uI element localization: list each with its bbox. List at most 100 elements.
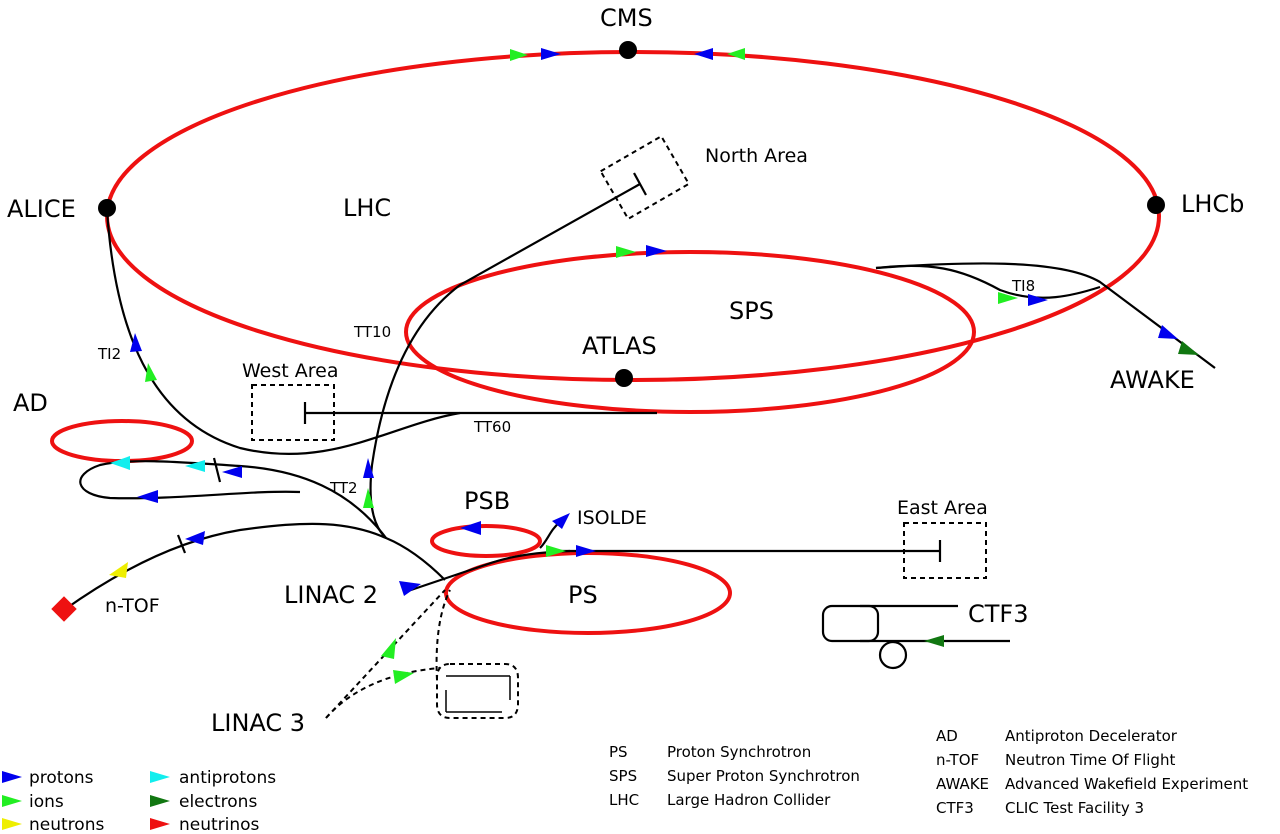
lhcb-dot [1147,196,1165,214]
antiproton-arrow [185,460,205,472]
acronym-full: Advanced Wakefield Experiment [1005,775,1248,793]
cms-dot [619,41,637,59]
proton-arrow [541,48,561,60]
antiproton-arrow [110,456,130,470]
linac2-label: LINAC 2 [284,581,378,609]
linac3-line-b [325,667,441,719]
ctf3-circle [878,640,908,670]
acronym-full: CLIC Test Facility 3 [1005,799,1144,817]
alice-label: ALICE [7,195,76,223]
ad-loop-line [79,460,387,539]
proton-arrow [399,581,421,596]
ntof-line [63,522,446,611]
psb-ring [430,524,542,558]
acronym-full: Super Proton Synchrotron [667,767,860,785]
tt60-label: TT60 [473,418,511,436]
ion-arrow [510,49,528,61]
leir-to-ps [435,589,451,681]
ntof-label: n-TOF [105,595,160,617]
acronym-abbr: n-TOF [936,751,979,769]
awake-label: AWAKE [1110,366,1195,394]
electron-arrow [924,635,944,647]
proton-arrow [130,333,142,352]
electron-arrow [1178,341,1199,355]
ad-label: AD [13,389,48,417]
north-area-label: North Area [705,145,808,167]
ps-label: PS [568,581,598,609]
legend-neutrinos-swatch [150,818,170,830]
legend-neutrons-label: neutrons [29,815,104,834]
legend-electrons-label: electrons [179,792,257,812]
acronym-full: Proton Synchrotron [667,743,811,761]
proton-arrow [222,466,242,478]
isolde-line [539,521,561,549]
lhc-label: LHC [343,194,391,222]
proton-arrow [646,245,667,257]
sps-label: SPS [729,297,774,325]
legend-protons-swatch [2,771,22,783]
acronym-abbr: PS [609,743,628,761]
acronym-abbr: LHC [609,791,639,809]
awake-line [875,262,1216,369]
proton-arrow [460,521,481,535]
ad-mark-1 [212,457,222,483]
acronym-full: Antiproton Decelerator [1005,727,1178,745]
legend-ions-label: ions [29,792,64,812]
proton-arrow [694,48,713,60]
psb-label: PSB [464,487,510,515]
legend-neutrons-swatch [2,818,22,830]
ion-arrow [393,670,414,684]
acronym-full: Neutron Time Of Flight [1005,751,1175,769]
west-area-label: West Area [242,360,338,382]
north-area-box [599,134,691,221]
legend-electrons-swatch [150,795,170,807]
east-area-label: East Area [897,497,988,519]
acronym-abbr: SPS [609,767,637,785]
tt2-label: TT2 [329,479,358,497]
proton-arrow [363,458,374,478]
alice-dot [98,199,116,217]
acronym-abbr: AD [936,727,958,745]
tt10-label: TT10 [353,323,391,341]
acronym-legend-left: PS Proton Synchrotron SPS Super Proton S… [609,743,860,809]
ion-arrow [145,363,157,382]
acronym-abbr: AWAKE [936,775,989,793]
acronym-full: Large Hadron Collider [667,791,831,809]
acronym-abbr: CTF3 [936,799,974,817]
lhcb-label: LHCb [1181,190,1244,218]
sps-ring [404,250,976,414]
proton-arrow [1158,325,1178,339]
ion-arrow [727,48,745,60]
proton-arrow [185,531,205,545]
legend-antiprotons-swatch [150,771,170,783]
cms-label: CMS [600,4,653,32]
east-area-box [903,522,987,579]
atlas-label: ATLAS [582,332,657,360]
neutron-arrow [109,562,128,578]
ti2-label: TI2 [97,345,121,363]
ion-arrow [616,246,636,258]
legend-ions-swatch [2,795,22,807]
north-area-stop [633,172,647,196]
acronym-legend-right: AD Antiproton Decelerator n-TOF Neutron … [936,727,1248,817]
atlas-dot [615,369,633,387]
linac3-label: LINAC 3 [211,709,305,737]
particle-legend: protons ions neutrons antiprotons electr… [2,768,276,834]
ctf3-box [821,604,880,643]
ti8-label: TI8 [1011,277,1035,295]
ti2-line [105,209,461,456]
ntof-mark-1 [176,534,187,554]
leir-ring [436,663,519,719]
isolde-label: ISOLDE [577,507,647,529]
ctf3-label: CTF3 [968,600,1029,628]
ion-arrow [381,638,396,659]
proton-arrow [137,490,158,503]
ad-ring [50,419,194,463]
tt10-line [369,183,641,539]
legend-protons-label: protons [29,768,94,788]
legend-neutrinos-label: neutrinos [179,815,260,834]
ion-arrow [363,488,374,508]
ion-arrow [998,292,1018,304]
west-area-box [251,384,335,441]
